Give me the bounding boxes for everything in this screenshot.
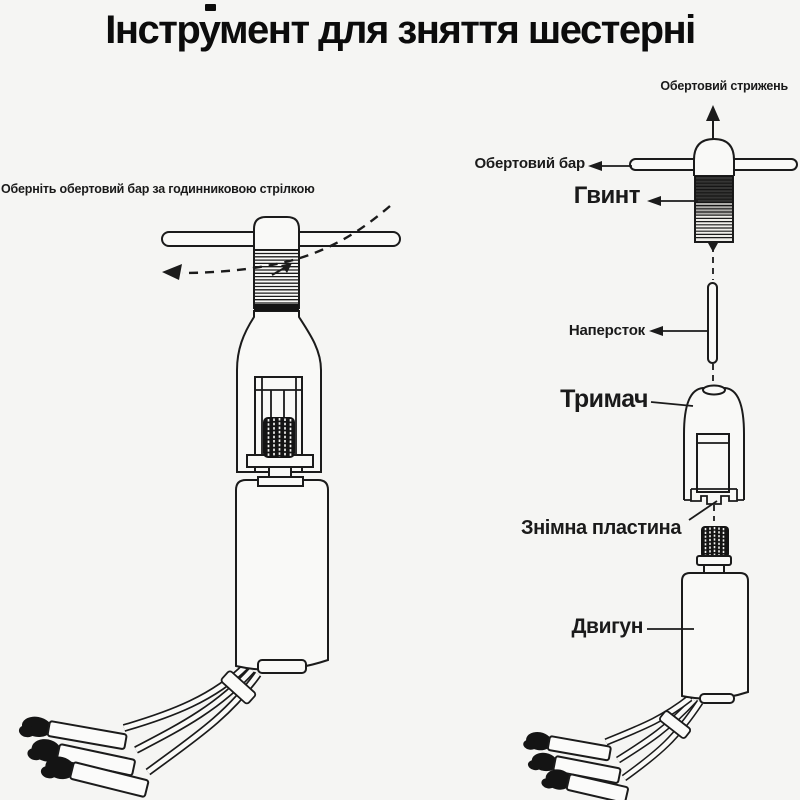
thread-collar [254,304,299,311]
label-rotary-rod: Обертовий стрижень [660,79,788,93]
window-frame-lines [255,377,302,455]
gear-pinion [701,526,729,558]
screw-shading-mid [695,203,733,215]
left-motor-wires [122,663,262,776]
motor-terminal-block [257,659,307,674]
page-title: Інструмент для зняття шестерні [105,8,696,52]
leader-arrow-thimble [649,326,708,336]
gear-knurling [267,418,292,457]
title-dot-artifact [205,4,216,11]
leader-arrow-screw [647,196,698,206]
wire [616,698,696,762]
wire [622,700,702,780]
axis-dashed-line [712,246,715,521]
puller-rod-lines [270,390,285,417]
holder-inner-slot [696,433,730,493]
label-rotary-bar: Обертовий бар [474,155,585,172]
right-wire-connectors [523,732,629,800]
label-removable-plate: Знімна пластина [521,517,682,539]
plate-base [257,476,304,487]
left-wire-connectors [18,716,150,798]
wire-connector [18,716,128,750]
holder-bell [683,387,745,500]
screw-cap [693,137,735,176]
wire [605,696,692,745]
wire-connector [527,752,622,784]
right-motor-wires [604,695,704,782]
wire-connector [523,732,612,762]
label-motor: Двигун [571,615,644,638]
wire-sheath [659,710,692,739]
screw-cap [253,216,300,252]
motor-body [681,572,749,700]
right-exploded-drawing [523,105,798,800]
wire-sheath [220,670,257,705]
gear-neck [703,564,725,574]
leader-line-plate [688,500,718,521]
removable-plate [684,488,744,505]
leader-arrow-rotary-bar [588,161,632,171]
gear-flange [696,555,732,566]
wire-connector [40,756,150,798]
label-holder: Тримач [560,385,648,413]
label-thimble: Наперсток [568,322,645,339]
rotation-arrow-icon [162,205,391,280]
motor-terminal-block [699,693,735,704]
wire-connector [27,739,136,777]
thimble-pin [707,282,718,364]
holder-top-hole [702,384,726,396]
leader-line-holder [650,401,694,407]
instruction-label: Оберніть обертовий бар за годинниковою с… [1,182,315,196]
wire-connector [541,769,629,800]
plate-stem [268,466,292,478]
left-tool-drawing [18,205,401,798]
label-screw: Гвинт [573,182,641,209]
screw-shading-dark [695,176,733,203]
label-leaders [588,161,718,630]
motor-body [235,479,329,671]
